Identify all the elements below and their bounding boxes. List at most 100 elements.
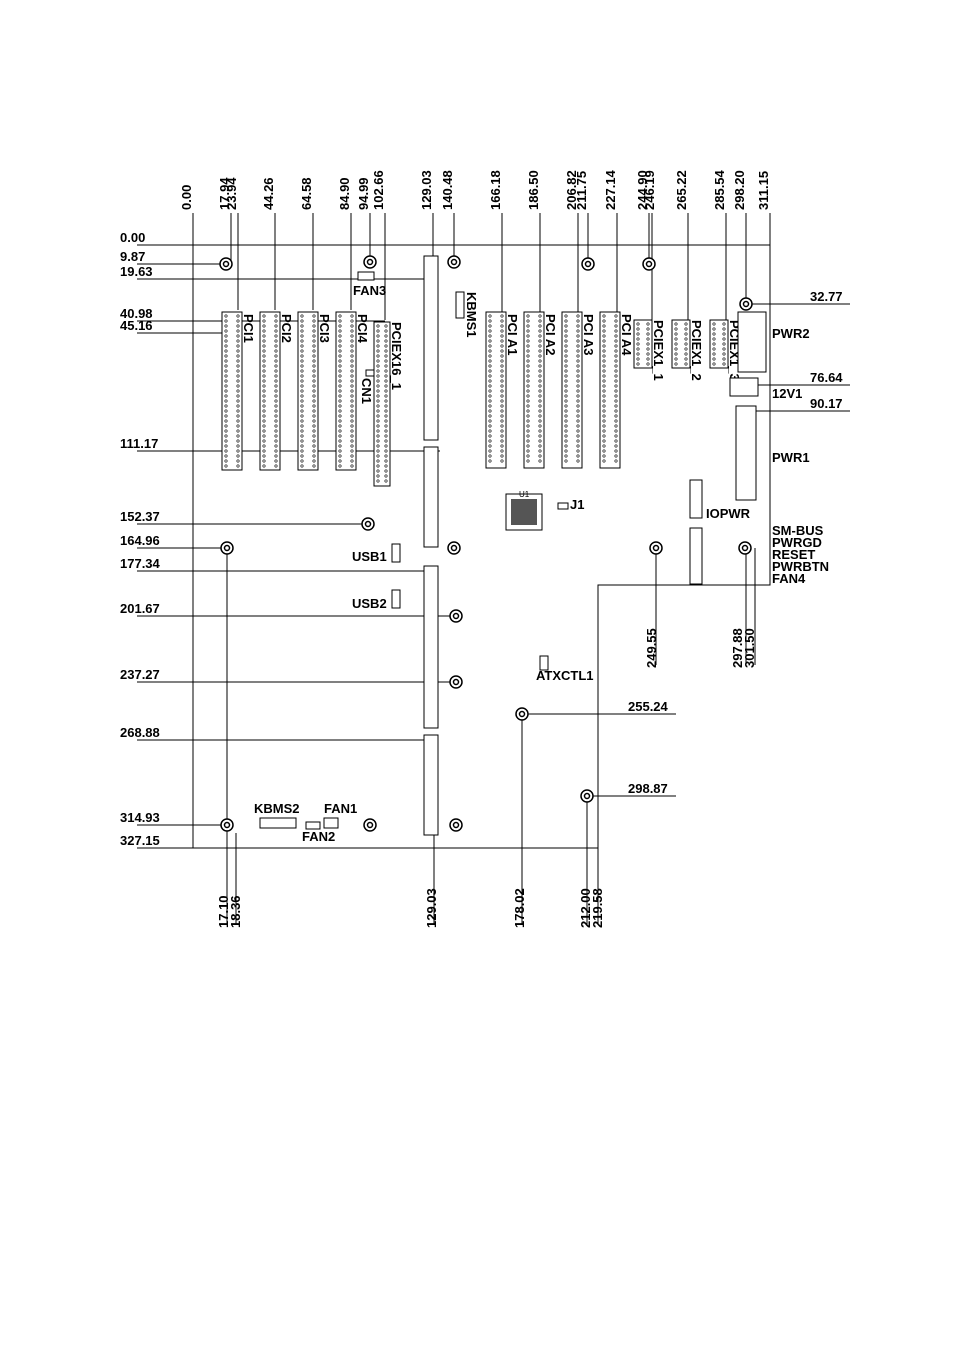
top-dim-label: 94.99 bbox=[356, 177, 371, 210]
cn1-header bbox=[365, 369, 375, 377]
kbms2-header bbox=[259, 817, 297, 829]
right-dimension-lines bbox=[522, 303, 850, 797]
pci-slot-1-label: PCI1 bbox=[241, 314, 256, 343]
central-connector-1 bbox=[423, 255, 439, 441]
12v1-connector bbox=[729, 377, 759, 397]
left-dim-label: 268.88 bbox=[120, 725, 160, 740]
top-dimension-lines bbox=[192, 213, 771, 320]
left-dim-label: 19.63 bbox=[120, 264, 153, 279]
bottom-dim-label: 17.10 bbox=[216, 895, 231, 928]
mid-dim-label: 301.50 bbox=[742, 628, 757, 668]
left-dim-label: 327.15 bbox=[120, 833, 160, 848]
pci-slot-4: PCI4 bbox=[335, 311, 370, 471]
usb1-label: USB1 bbox=[352, 549, 387, 564]
top-dim-label: 140.48 bbox=[440, 170, 455, 210]
mid-dim-label: 297.88 bbox=[730, 628, 745, 668]
pwr2-label: PWR2 bbox=[772, 326, 810, 341]
usb2-label: USB2 bbox=[352, 596, 387, 611]
pci-slot-2: PCI2 bbox=[259, 311, 294, 471]
u1-label: U1 bbox=[519, 490, 530, 499]
right-dim-label: 76.64 bbox=[810, 370, 843, 385]
j1-label: J1 bbox=[570, 497, 584, 512]
top-dim-label: 265.22 bbox=[674, 170, 689, 210]
bottom-dim-label: 129.03 bbox=[424, 888, 439, 928]
top-dim-label: 311.15 bbox=[756, 171, 771, 210]
top-dim-label: 17.94 bbox=[217, 177, 232, 210]
pci-a-slot-2: PCI A2 bbox=[523, 311, 558, 469]
pci-slot-2-label: PCI2 bbox=[279, 314, 294, 343]
top-dim-label: 206.82 bbox=[564, 170, 579, 210]
right-dim-label: 255.24 bbox=[628, 699, 669, 714]
top-dim-label: 129.03 bbox=[419, 170, 434, 210]
signal-sm-bus: SM-BUS bbox=[772, 523, 824, 538]
bottom-dimension-lines bbox=[226, 548, 756, 925]
iopwr-label: IOPWR bbox=[706, 506, 751, 521]
top-dim-label: 211.75 bbox=[574, 171, 589, 210]
kbms1-label: KBMS1 bbox=[464, 292, 479, 338]
pci-a-slot-1-label: PCI A1 bbox=[505, 314, 520, 355]
fan2-label: FAN2 bbox=[302, 829, 335, 844]
top-dim-label: 298.20 bbox=[732, 170, 747, 210]
signal-reset: RESET bbox=[772, 547, 815, 562]
top-dim-label: 23.94 bbox=[224, 177, 239, 210]
top-dim-label: 227.14 bbox=[603, 169, 618, 210]
pciex1-slot-3: PCIEX1_3 bbox=[709, 319, 742, 381]
top-dim-label: 44.26 bbox=[261, 177, 276, 210]
signal-pwrgd: PWRGD bbox=[772, 535, 822, 550]
left-dim-label: 164.96 bbox=[120, 533, 160, 548]
top-dim-label: 84.90 bbox=[337, 177, 352, 210]
pci-a-slot-3-label: PCI A3 bbox=[581, 314, 596, 355]
pci-a-slot-3: PCI A3 bbox=[561, 311, 596, 469]
central-connector-2 bbox=[423, 446, 439, 548]
left-dimension-lines bbox=[137, 244, 456, 849]
left-dimension-labels: 0.009.8719.6340.9845.16111.17152.37164.9… bbox=[120, 230, 161, 848]
pci-slot-3: PCI3 bbox=[297, 311, 332, 471]
12v1-label: 12V1 bbox=[772, 386, 802, 401]
fan1-header bbox=[323, 817, 339, 829]
right-dim-label: 90.17 bbox=[810, 396, 843, 411]
left-dim-label: 152.37 bbox=[120, 509, 160, 524]
pci-a-slot-4-label: PCI A4 bbox=[619, 314, 634, 356]
iopwr-connector bbox=[689, 479, 703, 519]
right-dim-label: 32.77 bbox=[810, 289, 843, 304]
right-dim-label: 298.87 bbox=[628, 781, 668, 796]
pwr1-connector bbox=[735, 405, 757, 501]
pciex1-slot-1-label: PCIEX1_1 bbox=[651, 320, 666, 381]
pci-a-slot-2-label: PCI A2 bbox=[543, 314, 558, 355]
atxctl1-header bbox=[539, 655, 549, 671]
fan1-label: FAN1 bbox=[324, 801, 357, 816]
pciex16-slot: PCIEX16_1 bbox=[373, 321, 404, 487]
j1-header bbox=[557, 502, 569, 510]
signal-headers bbox=[689, 527, 703, 585]
left-dim-label: 0.00 bbox=[120, 230, 145, 245]
pci-a-slot-4: PCI A4 bbox=[599, 311, 634, 469]
power-connectors bbox=[689, 311, 767, 585]
top-dim-label: 64.58 bbox=[299, 177, 314, 210]
signal-pwrbtn: PWRBTN bbox=[772, 559, 829, 574]
fan3-label: FAN3 bbox=[353, 283, 386, 298]
left-dim-label: 40.98 bbox=[120, 306, 153, 321]
central-connectors bbox=[423, 255, 439, 836]
pwr2-connector bbox=[737, 311, 767, 373]
top-dim-label: 186.50 bbox=[526, 170, 541, 210]
left-dim-label: 237.27 bbox=[120, 667, 160, 682]
atxctl1-label: ATXCTL1 bbox=[536, 668, 594, 683]
bottom-dim-label: 212.00 bbox=[578, 888, 593, 928]
bottom-dim-label: 219.58 bbox=[590, 888, 605, 928]
pciex1-slot-2-label: PCIEX1_2 bbox=[689, 320, 704, 381]
left-dim-label: 177.34 bbox=[120, 556, 161, 571]
pci-slot-4-label: PCI4 bbox=[355, 314, 370, 344]
top-dim-label: 285.54 bbox=[712, 169, 727, 210]
left-dim-label: 45.16 bbox=[120, 318, 153, 333]
pciex1-slot-1: PCIEX1_1 bbox=[633, 319, 666, 381]
top-dim-label: 244.90 bbox=[635, 170, 650, 210]
top-dim-label: 102.66 bbox=[371, 170, 386, 210]
usb2-header bbox=[391, 589, 401, 609]
pci-a-slot-1: PCI A1 bbox=[485, 311, 520, 469]
top-dim-label: 166.18 bbox=[488, 170, 503, 210]
kbms1-header bbox=[455, 291, 465, 319]
